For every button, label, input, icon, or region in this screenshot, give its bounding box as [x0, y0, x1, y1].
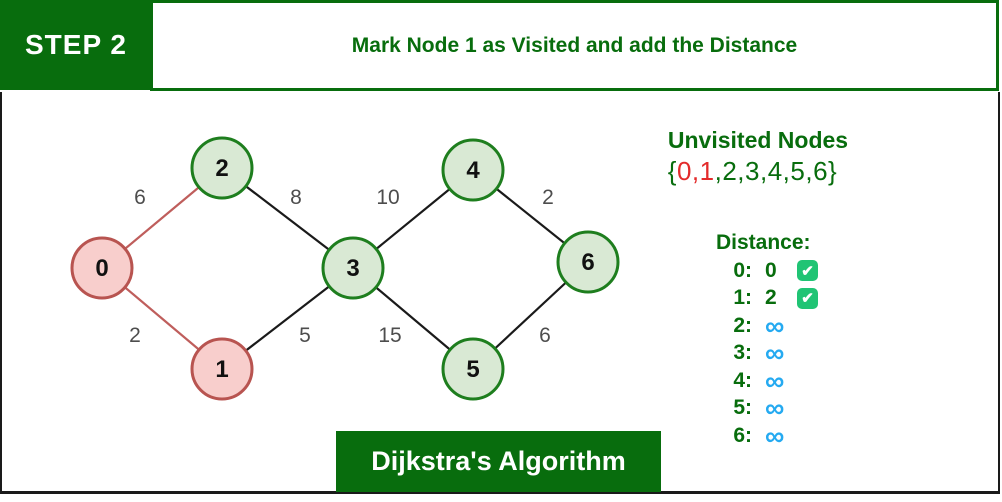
visited-check-icon: ✔	[797, 260, 818, 282]
distance-node-label: 0:	[733, 258, 752, 282]
distance-node-label: 3:	[733, 341, 752, 365]
unvisited-nodes-set: {0,1,2,3,4,5,6}	[655, 156, 850, 187]
distance-row-0: 0: 0 ✔	[700, 257, 880, 285]
distance-row-2: 2: ∞	[700, 312, 880, 340]
distance-value-infinity: ∞	[765, 338, 785, 369]
algorithm-banner: Dijkstra's Algorithm	[336, 431, 661, 492]
distance-panel: Distance: 0: 0 ✔ 1: 2 ✔ 2: ∞ 3: ∞ 4: ∞ 5: ∞ 6: ∞	[700, 231, 880, 450]
distance-row-4: 4: ∞	[700, 367, 880, 395]
distance-row-3: 3: ∞	[700, 340, 880, 368]
distance-node-label: 5:	[733, 396, 752, 420]
unvisited-set-segment-1: 0,1	[676, 156, 715, 186]
distance-node-label: 4:	[733, 368, 752, 392]
step-label: STEP 2	[25, 29, 127, 60]
unvisited-set-segment-2: ,2,3,4,5,6}	[714, 156, 838, 186]
algorithm-banner-label: Dijkstra's Algorithm	[371, 446, 626, 476]
distance-row-5: 5: ∞	[700, 395, 880, 423]
distance-node-label: 6:	[733, 423, 752, 447]
distance-title: Distance:	[716, 231, 811, 254]
visited-check-icon: ✔	[797, 287, 818, 309]
step-badge: STEP 2	[0, 0, 152, 90]
distance-node-label: 2:	[733, 313, 752, 337]
distance-value-infinity: ∞	[765, 365, 785, 396]
distance-value-infinity: ∞	[765, 310, 785, 341]
distance-value: 2	[765, 286, 777, 310]
distance-node-label: 1:	[733, 286, 752, 310]
distance-row-6: 6: ∞	[700, 422, 880, 450]
header-bar: Mark Node 1 as Visited and add the Dista…	[150, 0, 999, 91]
distance-row-1: 1: 2 ✔	[700, 285, 880, 313]
unvisited-set-segment-0: {	[667, 156, 677, 186]
distance-value: 0	[765, 258, 777, 282]
unvisited-nodes-title: Unvisited Nodes	[667, 127, 849, 153]
header-title: Mark Node 1 as Visited and add the Dista…	[351, 33, 798, 57]
distance-value-infinity: ∞	[765, 420, 785, 451]
distance-rows: 0: 0 ✔ 1: 2 ✔ 2: ∞ 3: ∞ 4: ∞ 5: ∞ 6: ∞	[700, 257, 880, 450]
distance-value-infinity: ∞	[765, 393, 785, 424]
